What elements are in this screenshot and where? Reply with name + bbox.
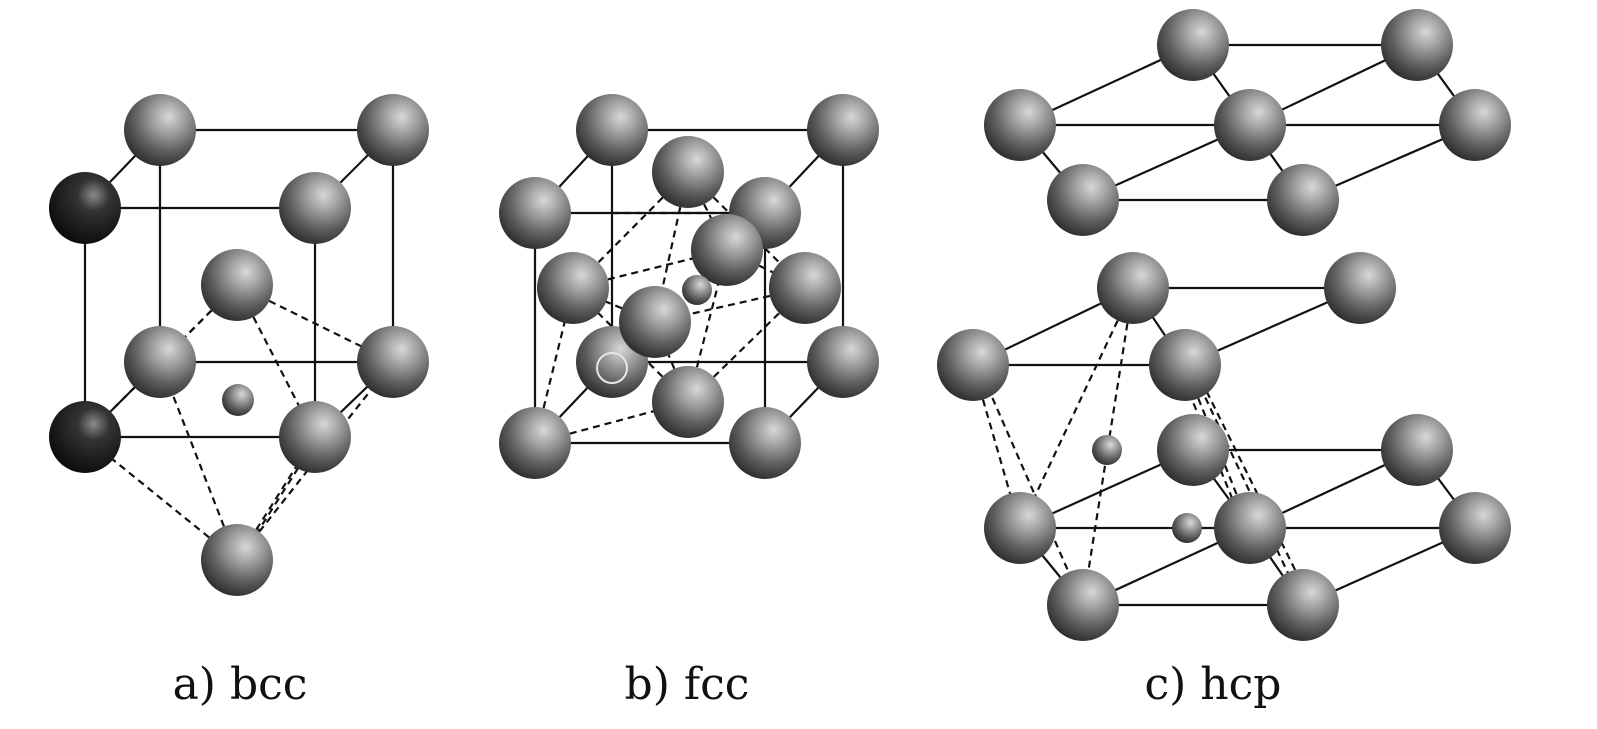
hcp-atom xyxy=(1439,89,1511,161)
hcp-atom xyxy=(1047,164,1119,236)
hcp-atom xyxy=(1324,252,1396,324)
bcc-atom xyxy=(279,172,351,244)
caption-hcp: c) hcp xyxy=(1144,659,1282,710)
caption-fcc: b) fcc xyxy=(624,659,750,710)
fcc-atom xyxy=(619,286,691,358)
hcp-interstitial-atom xyxy=(1172,513,1202,543)
hcp-atom xyxy=(1157,9,1229,81)
hcp-atom xyxy=(937,329,1009,401)
bcc-atom xyxy=(279,401,351,473)
hcp-atom xyxy=(1267,164,1339,236)
bcc-atom xyxy=(201,524,273,596)
fcc-atom xyxy=(576,94,648,166)
caption-bcc: a) bcc xyxy=(172,659,308,710)
fcc-atom xyxy=(807,326,879,398)
hcp-atom xyxy=(1381,9,1453,81)
fcc-atom xyxy=(769,252,841,324)
bcc-corner-atom-dark xyxy=(49,401,121,473)
bcc-structure xyxy=(49,94,429,596)
hcp-atom xyxy=(984,89,1056,161)
bcc-atom xyxy=(357,326,429,398)
bcc-corner-atom-dark xyxy=(49,172,121,244)
fcc-atom xyxy=(729,407,801,479)
bcc-atom xyxy=(201,249,273,321)
hcp-atom xyxy=(1214,89,1286,161)
bcc-atom xyxy=(124,326,196,398)
hcp-atom xyxy=(984,492,1056,564)
fcc-atom xyxy=(499,407,571,479)
bcc-atom xyxy=(124,94,196,166)
hcp-atom xyxy=(1047,569,1119,641)
fcc-atom xyxy=(537,252,609,324)
hcp-atom xyxy=(1267,569,1339,641)
hcp-atom xyxy=(1157,414,1229,486)
hcp-atom xyxy=(1149,329,1221,401)
hcp-atom xyxy=(1097,252,1169,324)
hcp-atom xyxy=(1439,492,1511,564)
bcc-interstitial-atom xyxy=(222,384,254,416)
fcc-structure xyxy=(499,94,879,479)
fcc-atom xyxy=(499,177,571,249)
fcc-atom xyxy=(652,136,724,208)
bcc-atom xyxy=(357,94,429,166)
hcp-atom xyxy=(1381,414,1453,486)
fcc-atom xyxy=(807,94,879,166)
fcc-atom xyxy=(691,214,763,286)
hcp-structure xyxy=(937,9,1511,641)
fcc-interstitial-atom xyxy=(682,275,712,305)
fcc-atom-highlight-ring xyxy=(596,352,628,384)
hcp-interstitial-atom xyxy=(1092,435,1122,465)
hcp-atom xyxy=(1214,492,1286,564)
fcc-atom xyxy=(652,366,724,438)
